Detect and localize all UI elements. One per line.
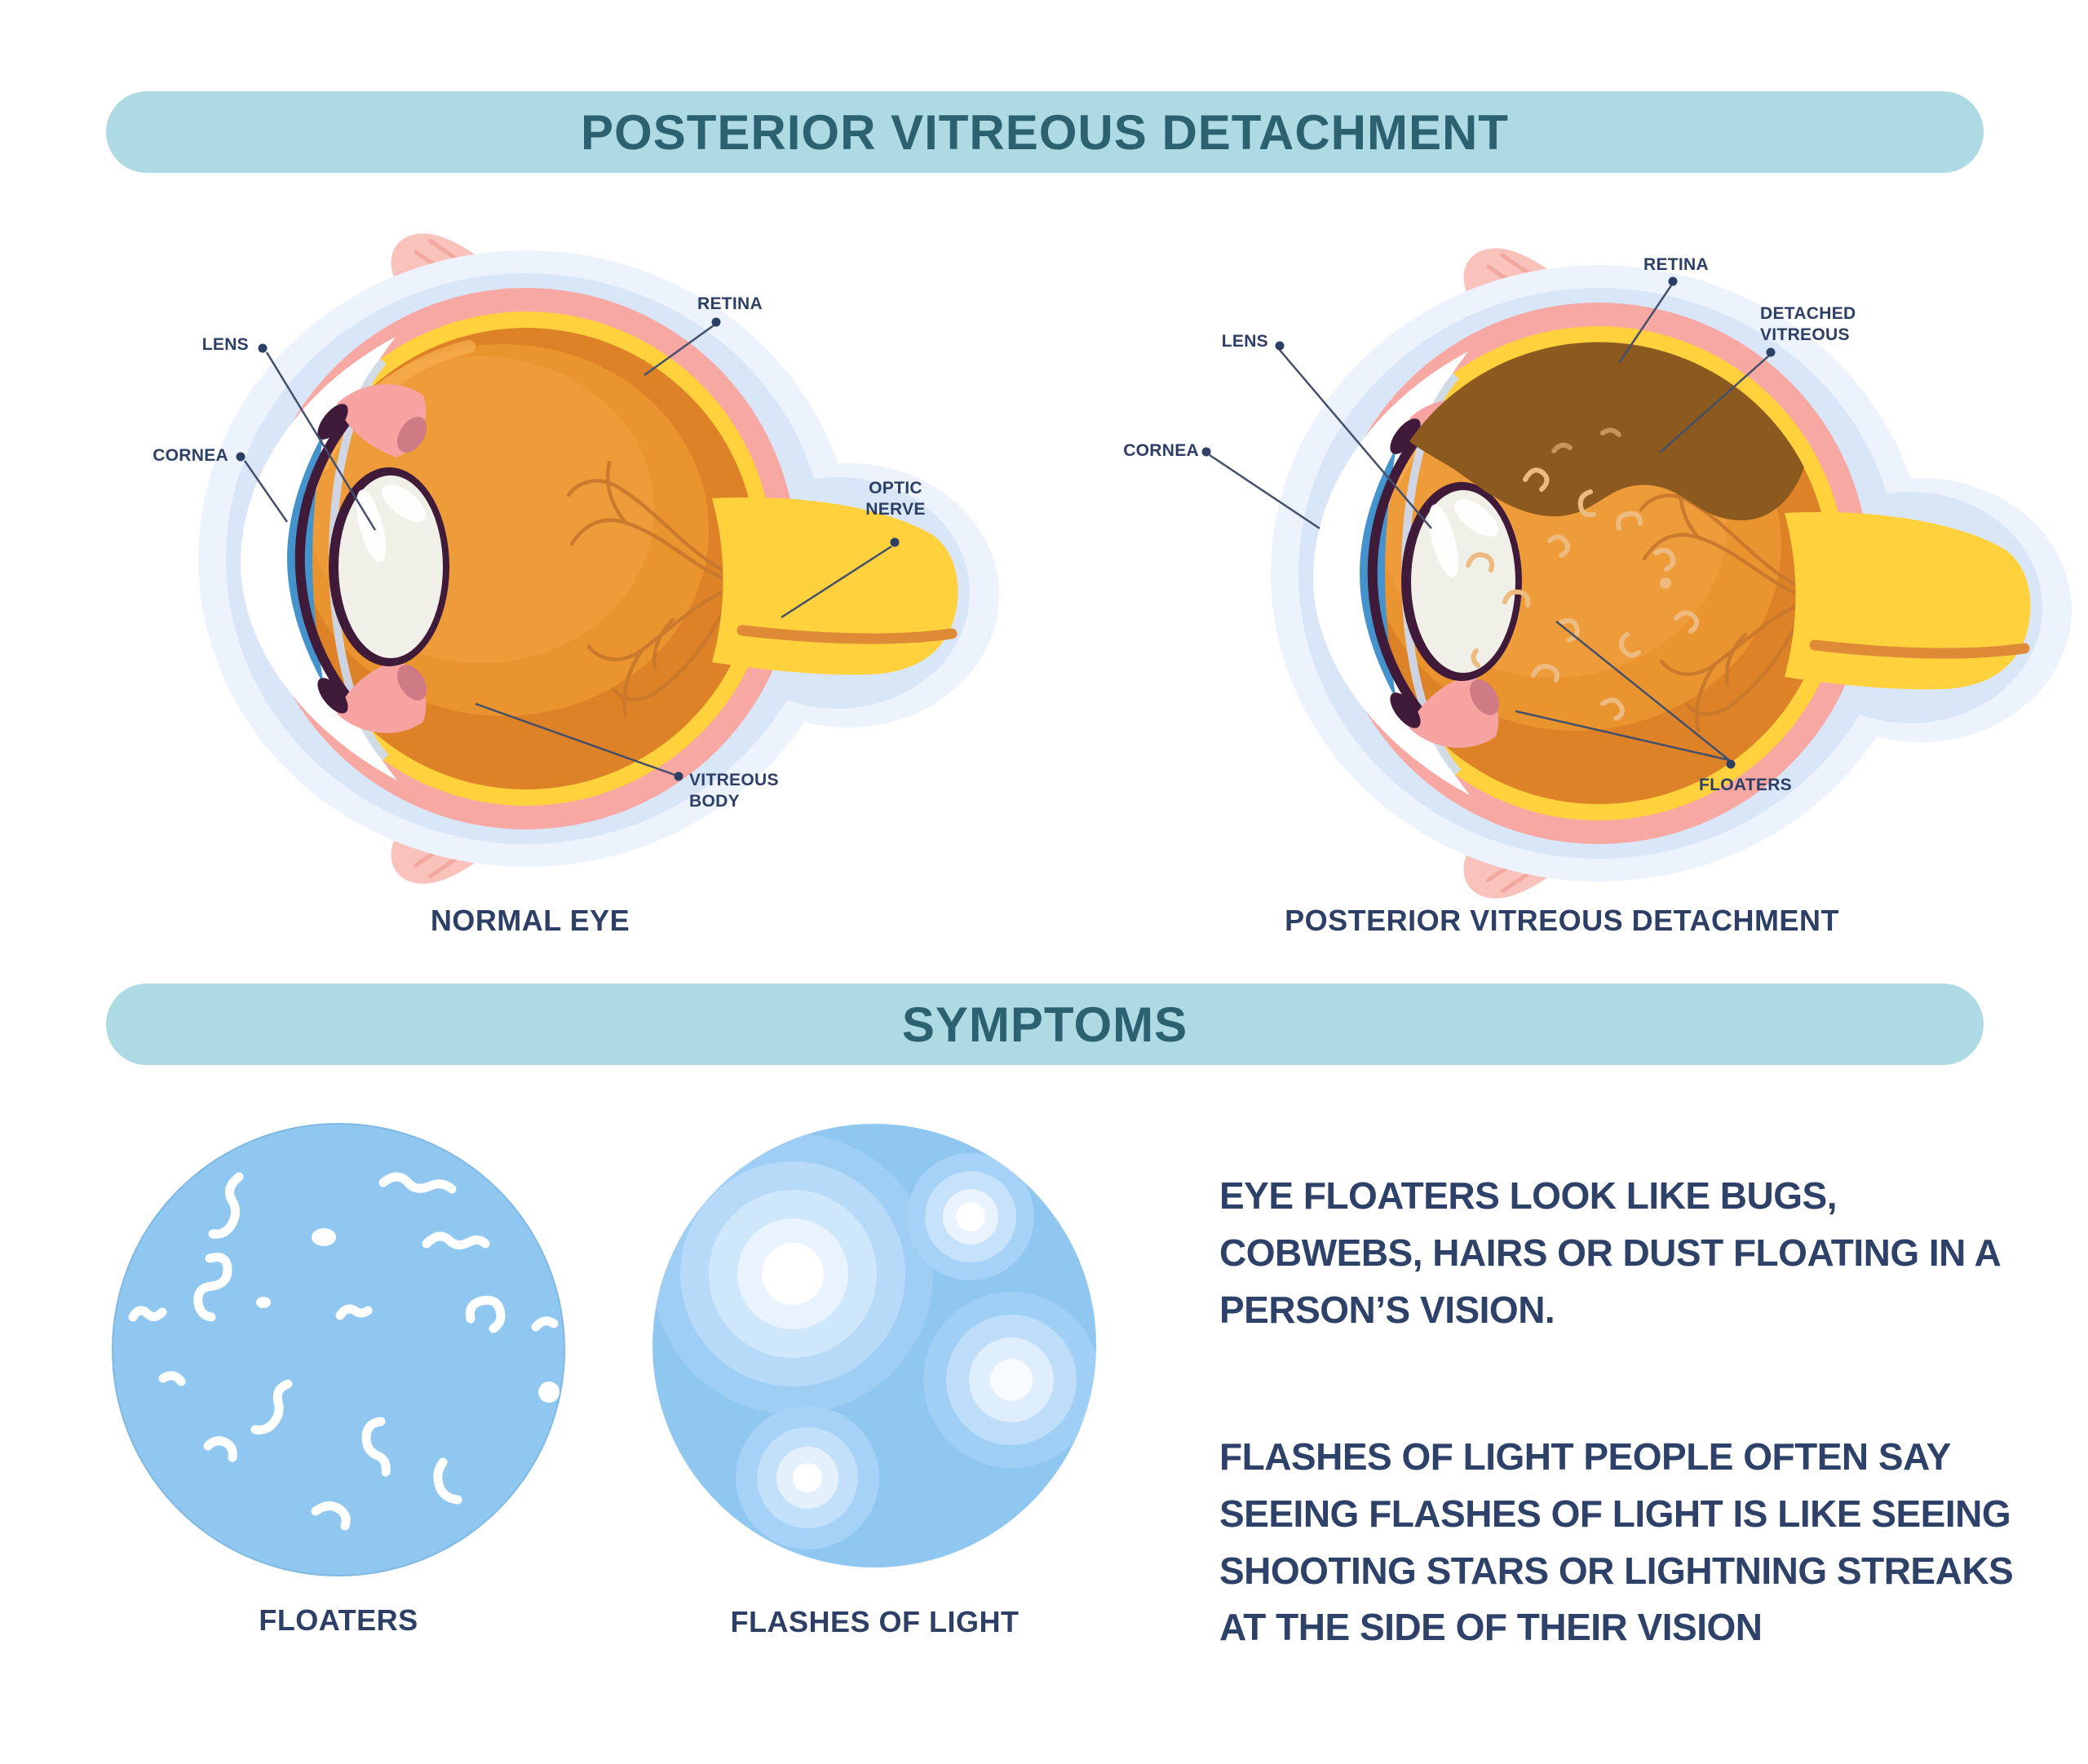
caption-pvd-eye: POSTERIOR VITREOUS DETACHMENT — [1285, 904, 1839, 937]
label-lens-right: LENS — [1221, 332, 1268, 351]
label-vitreous-body: VITREOUS BODY — [689, 771, 779, 811]
symptoms-banner: SYMPTOMS — [106, 984, 1984, 1065]
symptom-paragraph-floaters: EYE FLOATERS LOOK LIKE BUGS, COBWEBS, HA… — [1219, 1174, 2000, 1331]
leader-lines — [243, 285, 1770, 776]
eye-diagram-normal — [198, 233, 999, 883]
label-retina-left: RETINA — [697, 294, 763, 313]
label-retina-right: RETINA — [1643, 255, 1709, 274]
caption-normal-eye: NORMAL EYE — [430, 904, 630, 937]
symptoms-title: SYMPTOMS — [901, 997, 1188, 1052]
page-title-banner: POSTERIOR VITREOUS DETACHMENT — [106, 91, 1984, 173]
symptom-paragraph-flashes: FLASHES OF LIGHT PEOPLE OFTEN SAY SEEING… — [1219, 1435, 2014, 1649]
symptom-description-block: EYE FLOATERS LOOK LIKE BUGS, COBWEBS, HA… — [1219, 1168, 2035, 1746]
label-detached-vitreous: DETACHED VITREOUS — [1760, 304, 1856, 345]
floaters-circle-caption: FLOATERS — [259, 1603, 418, 1637]
flashes-symptom-circle — [652, 1124, 1096, 1567]
eye-diagram-pvd — [1271, 248, 2072, 898]
flashes-circle-caption: FLASHES OF LIGHT — [730, 1605, 1020, 1638]
page-title: POSTERIOR VITREOUS DETACHMENT — [581, 104, 1509, 160]
label-cornea-right: CORNEA — [1123, 441, 1199, 460]
label-lens-left: LENS — [201, 335, 249, 354]
leader-dots — [236, 276, 1776, 781]
label-optic-nerve: OPTIC NERVE — [865, 479, 926, 519]
label-floaters: FLOATERS — [1698, 776, 1792, 794]
label-cornea-left: CORNEA — [153, 446, 228, 465]
floaters-symptom-circle — [112, 1123, 565, 1576]
